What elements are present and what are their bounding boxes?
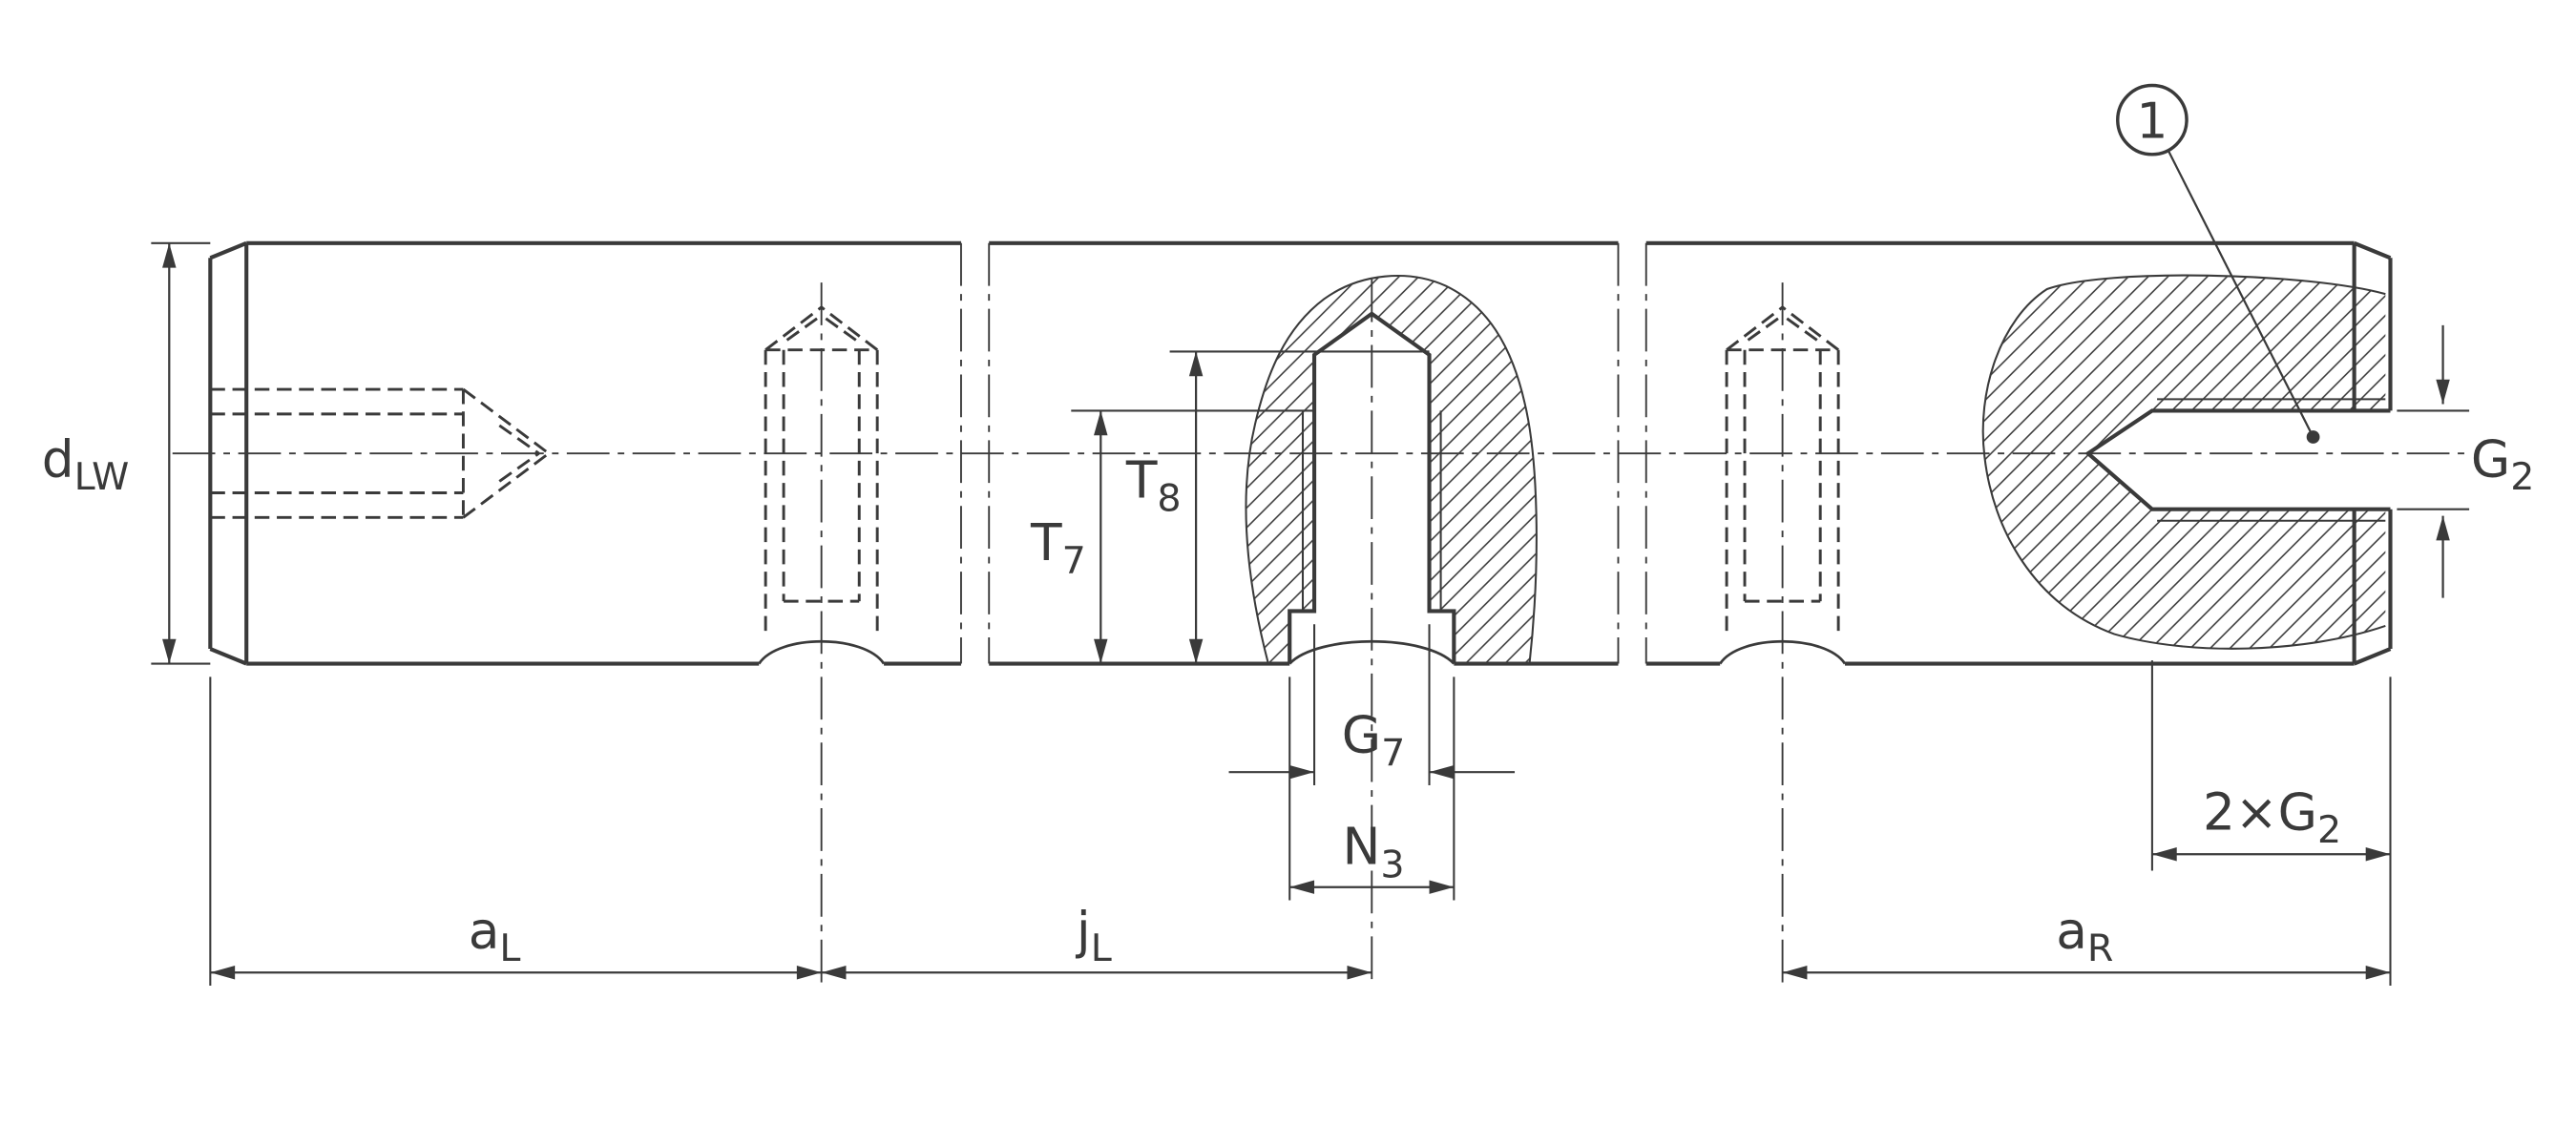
label-al: aL: [469, 900, 521, 970]
dimension-ar: [1782, 677, 2392, 986]
dimension-2xg2: [2150, 660, 2391, 871]
label-2xg2: 2×G2: [2203, 781, 2341, 852]
label-t7: T7: [1030, 512, 1086, 583]
label-n3: N3: [1342, 817, 1404, 887]
label-jl: jL: [1076, 900, 1112, 970]
dimension-dlw: [151, 241, 211, 665]
labels: dLW T7 T8 G7 N3 aL jL aR 2×G2 G2: [42, 428, 2535, 970]
dimension-g7: [1228, 624, 1516, 785]
center-lines: [172, 279, 2464, 986]
hidden-vertical-hole-left: [764, 305, 879, 632]
hidden-vertical-hole-right: [1725, 305, 1840, 632]
dimension-n3: [1288, 677, 1456, 901]
label-g7: G7: [1342, 705, 1406, 776]
label-dlw: dLW: [42, 428, 129, 499]
dimension-al: [209, 677, 822, 986]
leader-dot: [2306, 430, 2320, 444]
balloon-number: 1: [2136, 94, 2168, 151]
balloon-circle: [2116, 83, 2189, 156]
balloon-callout-1: 1: [2116, 83, 2320, 444]
hidden-axial-centre-hole: [210, 387, 550, 519]
shaft-right-section: [1644, 240, 2393, 666]
label-g2: G2: [2471, 428, 2535, 499]
shaft-middle-section: [988, 240, 1620, 666]
label-t8: T8: [1125, 450, 1182, 521]
label-ar: aR: [2056, 900, 2113, 970]
leader-line: [2168, 150, 2314, 438]
dimension-g2: [2397, 324, 2470, 598]
shaft-left-section: [208, 240, 962, 666]
dimensions: [151, 241, 2470, 986]
